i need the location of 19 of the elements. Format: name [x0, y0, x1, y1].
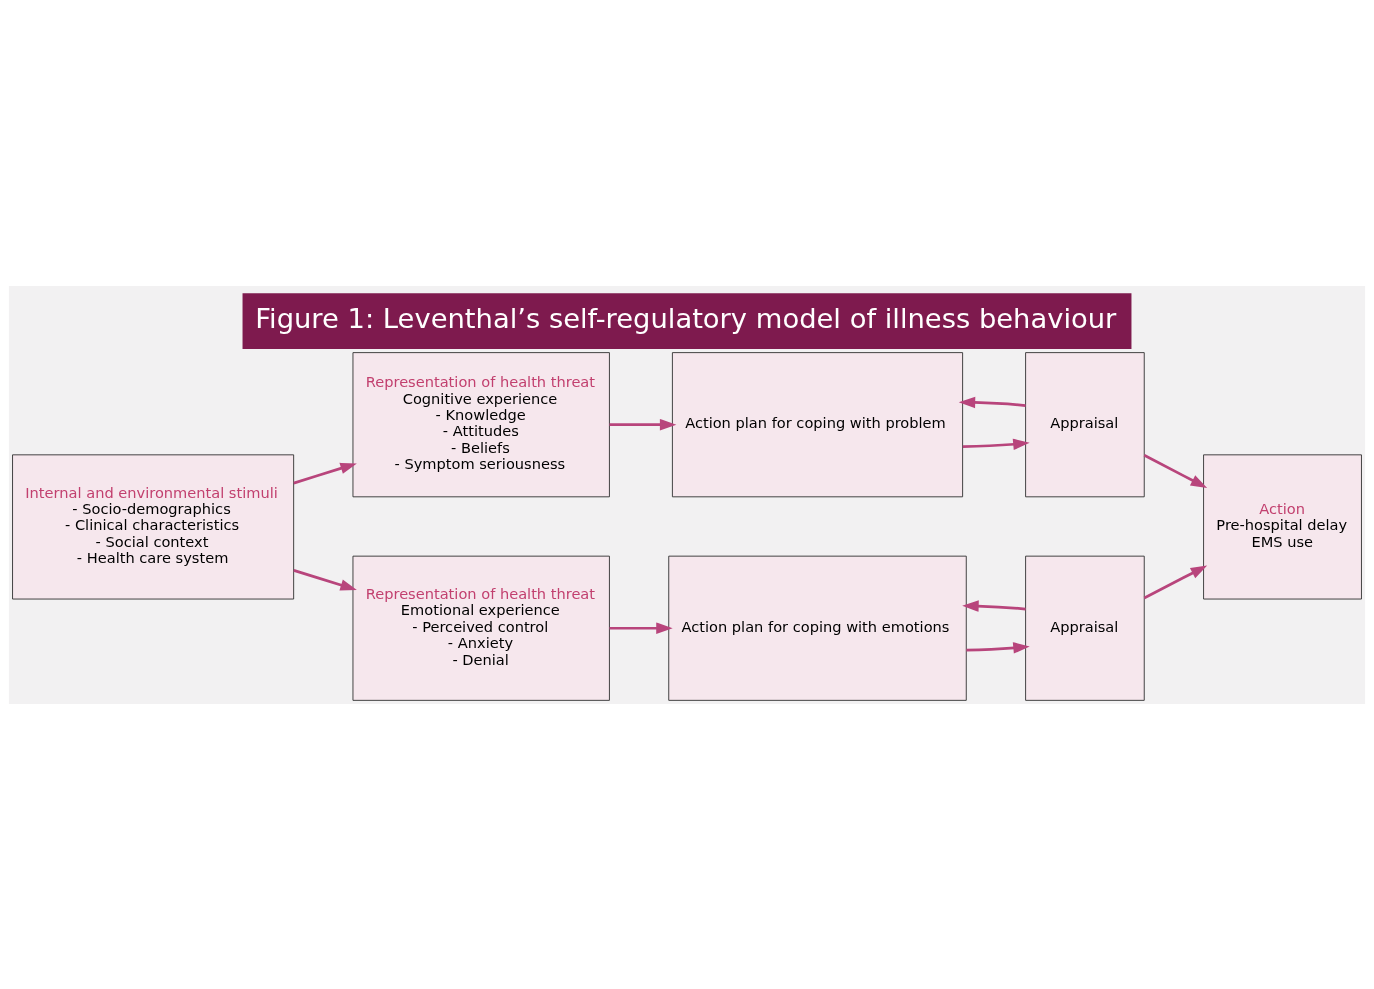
- arrow: [293, 462, 357, 484]
- arrow: [609, 418, 677, 430]
- arrow: [962, 438, 1030, 450]
- node-box: Appraisal: [1025, 555, 1145, 701]
- arrow: [958, 396, 1026, 408]
- arrow: [293, 568, 357, 591]
- arrow: [1143, 564, 1208, 599]
- node-box: Representation of health threat Cognitive experience - Knowledge - Attitudes - Beliefs - Symptom seriousness: [352, 351, 610, 497]
- node-box: Internal and environmental stimuli - Socio-demographics - Clinical characteristics - Social context - Health care system: [12, 453, 295, 599]
- arrow: [966, 641, 1030, 654]
- arrow: [962, 599, 1026, 612]
- arrow: [609, 622, 673, 634]
- node-box: Action plan for coping with emotions: [668, 555, 967, 701]
- diagram-title: Figure 1: Leventhal’s self-regulatory model of illness behaviour: [255, 302, 1117, 334]
- node-box: Representation of health threat Emotional experience - Perceived control - Anxiety - Denial: [352, 555, 610, 701]
- node-box: Action plan for coping with problem: [671, 351, 964, 497]
- node-box: Appraisal: [1025, 351, 1145, 497]
- node-box: Action Pre-hospital delay EMS use: [1203, 453, 1362, 599]
- arrow: [1143, 453, 1208, 488]
